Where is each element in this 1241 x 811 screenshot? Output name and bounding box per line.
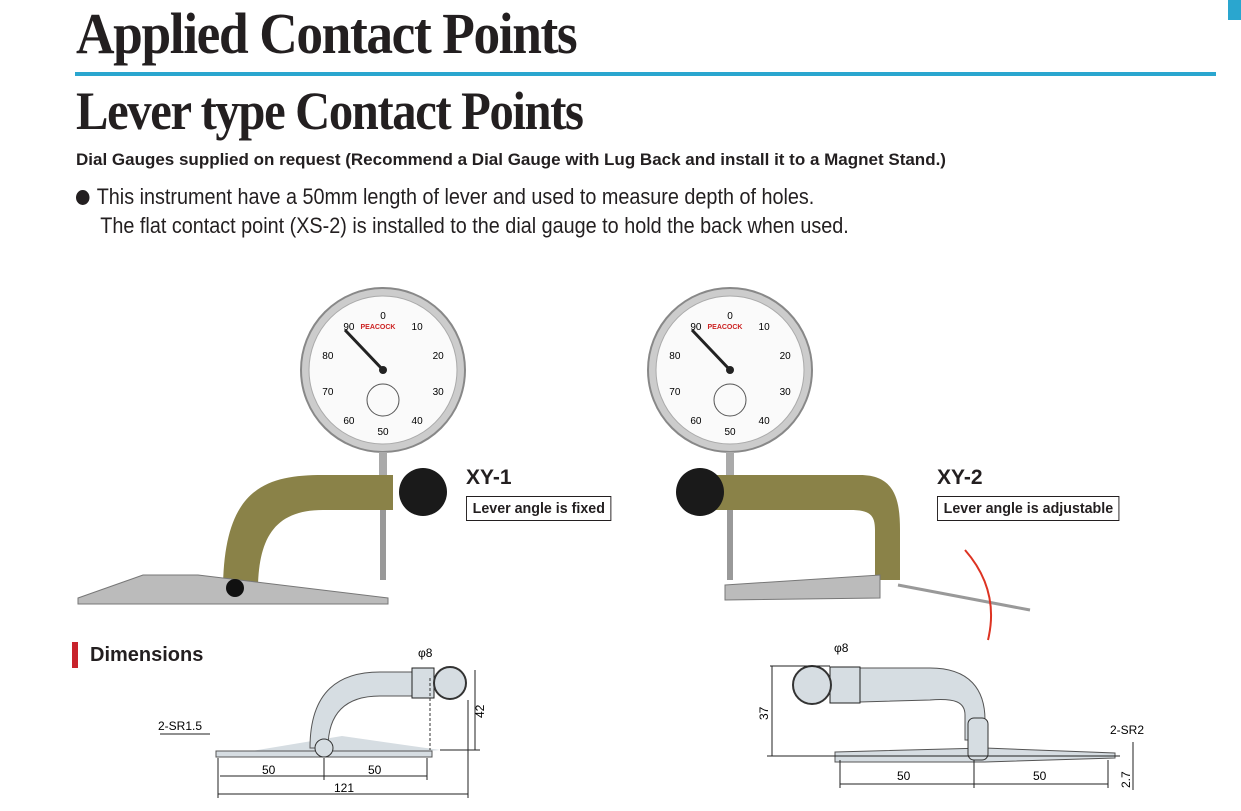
dial-scale-number: 30: [780, 387, 792, 398]
dial-scale-number: 0: [380, 311, 386, 322]
dial-scale-number: 50: [377, 427, 389, 438]
dial-scale-number: 30: [433, 387, 445, 398]
dial-scale-number: 10: [759, 322, 771, 333]
xy1-right-dim: 50: [368, 763, 382, 777]
intro-text: Dial Gauges supplied on request (Recomme…: [76, 150, 946, 169]
dial-scale-number: 70: [322, 387, 334, 398]
dial-scale-number: 90: [690, 322, 702, 333]
xy2-left-dim: 50: [897, 769, 911, 783]
dial-scale-number: 80: [669, 351, 681, 362]
product-illustrations: PEACOCK PEACOCK 0 10 20 30 40 50 60 70 80 90 0 10 20…: [77, 286, 1031, 641]
xy2-model: XY-2: [937, 466, 983, 489]
xy1-height-dim: 42: [473, 704, 487, 718]
xy1-note: Lever angle is fixed: [466, 496, 612, 521]
page-corner-marker: [1228, 0, 1241, 20]
clamp-knob-icon: [676, 468, 724, 516]
dial-scale-number: 10: [412, 322, 424, 333]
xy2-photo: [646, 286, 1031, 641]
description-line-2: The flat contact point (XS-2) is install…: [100, 213, 849, 238]
xy2-note: Lever angle is adjustable: [937, 496, 1120, 521]
dial-scale-number: 40: [412, 416, 424, 427]
dial-scale-number: 60: [690, 416, 702, 427]
dial-scale-number: 70: [669, 387, 681, 398]
xy2-dimension-drawing: 2-SR2 φ8 50 50 37 2.7: [757, 641, 1144, 790]
section-title: Lever type Contact Points: [76, 81, 584, 141]
dial-scale-number: 80: [322, 351, 334, 362]
xy2-phi-label: φ8: [834, 641, 849, 655]
description: This instrument have a 50mm length of le…: [76, 182, 849, 240]
xy1-left-dim: 50: [262, 763, 276, 777]
dial-scale-number: 60: [343, 416, 355, 427]
xy2-sr-label: 2-SR2: [1110, 723, 1144, 737]
xy2-offset-dim: 2.7: [1119, 771, 1133, 788]
dial-scale-number: 20: [780, 351, 792, 362]
xy2-right-dim: 50: [1033, 769, 1047, 783]
xy1-total-dim: 121: [334, 781, 354, 795]
xy1-dimension-drawing: 2-SR1.5 φ8 50 50 121 42: [158, 646, 487, 798]
dimensions-heading: Dimensions: [72, 642, 203, 668]
clamp-knob-icon: [399, 468, 447, 516]
dial-scale-number: 20: [433, 351, 445, 362]
xy1-sr-label: 2-SR1.5: [158, 719, 202, 733]
title-divider: [75, 72, 1216, 76]
page-title: Applied Contact Points: [76, 1, 578, 66]
description-line-1: This instrument have a 50mm length of le…: [96, 184, 815, 209]
xy1-phi-label: φ8: [418, 646, 433, 660]
dial-scale-number: 50: [724, 427, 736, 438]
xy2-height-dim: 37: [757, 706, 771, 720]
adjust-arrow-icon: [964, 549, 993, 641]
dial-brand: PEACOCK: [360, 324, 395, 331]
dial-scale-number: 90: [343, 322, 355, 333]
dial-scale-number: 40: [759, 416, 771, 427]
bullet-icon: [76, 190, 90, 205]
dial-brand: PEACOCK: [707, 324, 742, 331]
xy1-model: XY-1: [466, 466, 512, 489]
dial-scale-number: 0: [727, 311, 733, 322]
xy1-photo: [77, 286, 467, 605]
